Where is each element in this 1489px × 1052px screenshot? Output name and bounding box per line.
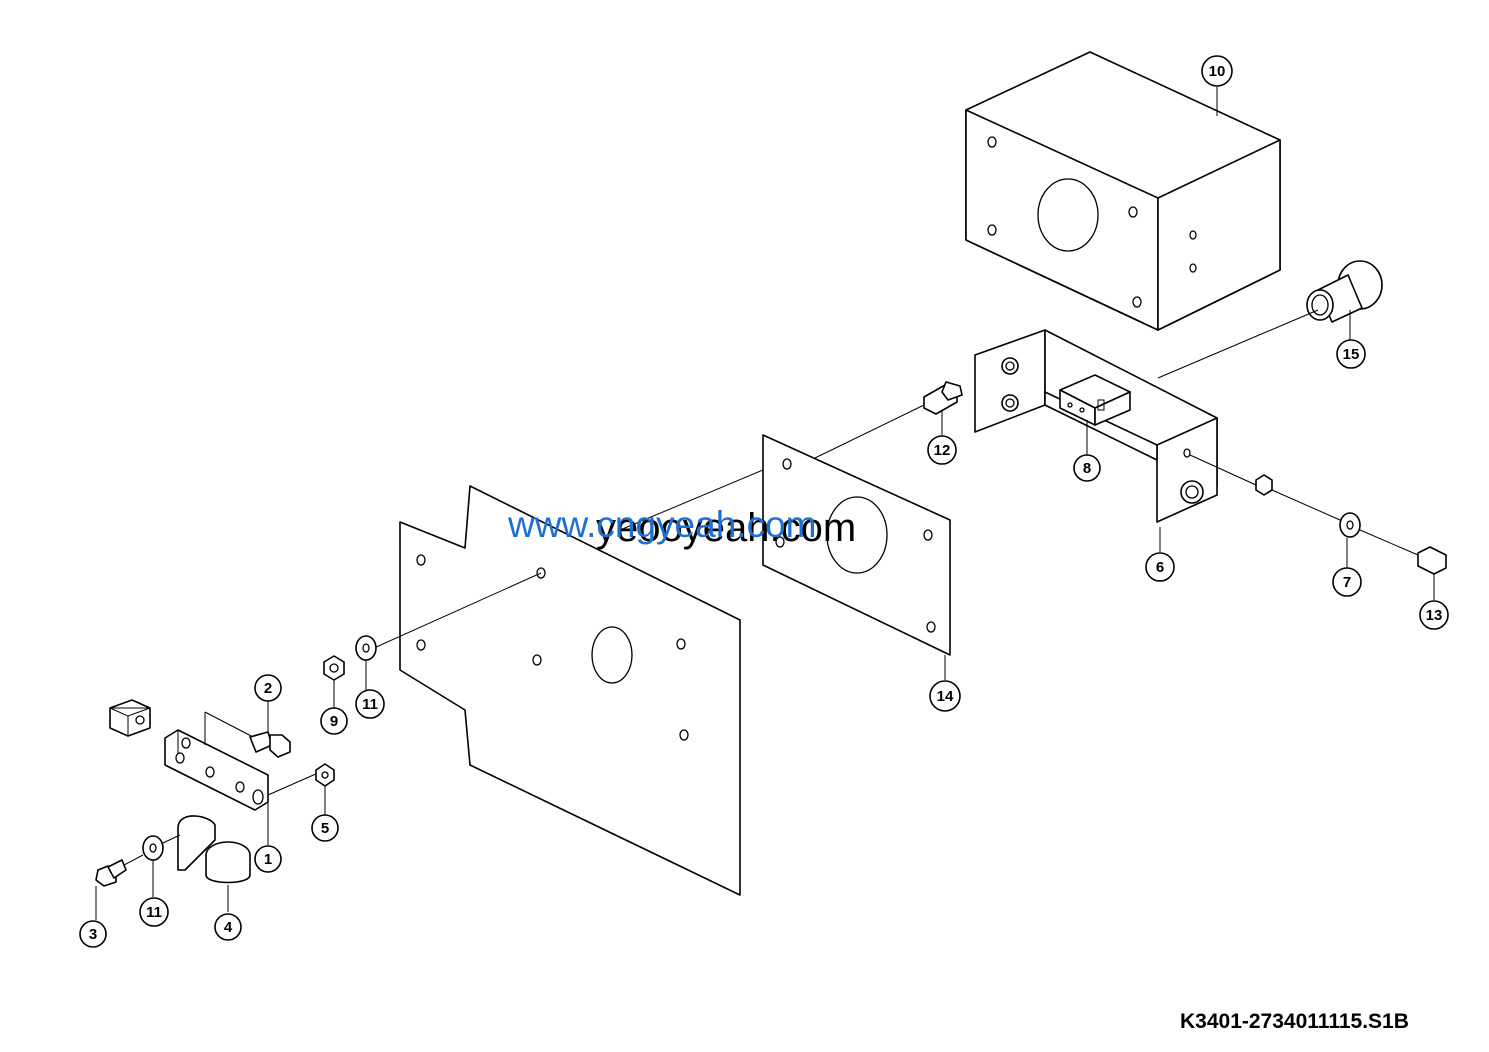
svg-text:2: 2: [264, 680, 272, 697]
callout-13: 13: [1419, 600, 1449, 630]
u-bracket-part-6: [974, 329, 1218, 552]
bolt-part-2: [249, 700, 291, 758]
nut-part-5: [315, 763, 335, 815]
bolt-washer-lower-left: [95, 834, 181, 920]
callout-7: 7: [1332, 567, 1362, 597]
callout-10: 10: [1201, 55, 1233, 87]
svg-text:11: 11: [362, 696, 378, 713]
callout-14: 14: [929, 680, 961, 712]
callout-11-upper: 11: [355, 689, 385, 719]
svg-text:5: 5: [321, 820, 329, 837]
large-mounting-plate: [373, 469, 764, 896]
watermark-blue: www.cngyeah.com: [507, 504, 816, 545]
svg-text:3: 3: [89, 926, 97, 943]
callout-1: 1: [254, 845, 282, 873]
fitting-part-15: [1157, 260, 1383, 379]
svg-text:1: 1: [264, 851, 272, 868]
nut-washer-left: [323, 635, 377, 708]
svg-text:14: 14: [937, 688, 954, 705]
plate-part-14: [762, 434, 951, 680]
callout-15: 15: [1336, 339, 1366, 369]
bar-bracket-part-1: [164, 711, 319, 845]
svg-text:13: 13: [1426, 607, 1443, 624]
callout-8: 8: [1073, 454, 1101, 482]
svg-text:10: 10: [1209, 63, 1226, 80]
svg-text:6: 6: [1156, 559, 1164, 576]
callout-5: 5: [311, 814, 339, 842]
bolt-part-12: [814, 381, 963, 459]
small-cube-block: [109, 699, 151, 737]
callout-11-lower: 11: [139, 897, 169, 927]
svg-text:11: 11: [146, 904, 162, 921]
svg-text:4: 4: [224, 919, 233, 936]
callout-12: 12: [927, 435, 957, 465]
svg-text:9: 9: [330, 713, 338, 730]
svg-text:7: 7: [1343, 574, 1351, 591]
svg-text:15: 15: [1343, 346, 1360, 363]
nut-washer-bolt-right: [1189, 454, 1447, 600]
callout-2: 2: [254, 674, 282, 702]
housing-box: [965, 51, 1281, 331]
callout-4: 4: [214, 913, 242, 941]
callout-3: 3: [79, 920, 107, 948]
drawing-code-label: K3401-2734011115.S1B: [1180, 1010, 1409, 1033]
switch-part-8: [1059, 374, 1131, 455]
callout-6: 6: [1145, 552, 1175, 582]
watermark-black: yeooyeah.com: [596, 506, 856, 550]
callout-9: 9: [320, 707, 348, 735]
svg-text:12: 12: [934, 442, 951, 459]
svg-text:8: 8: [1083, 460, 1091, 477]
clamp-part-4: [177, 815, 251, 912]
